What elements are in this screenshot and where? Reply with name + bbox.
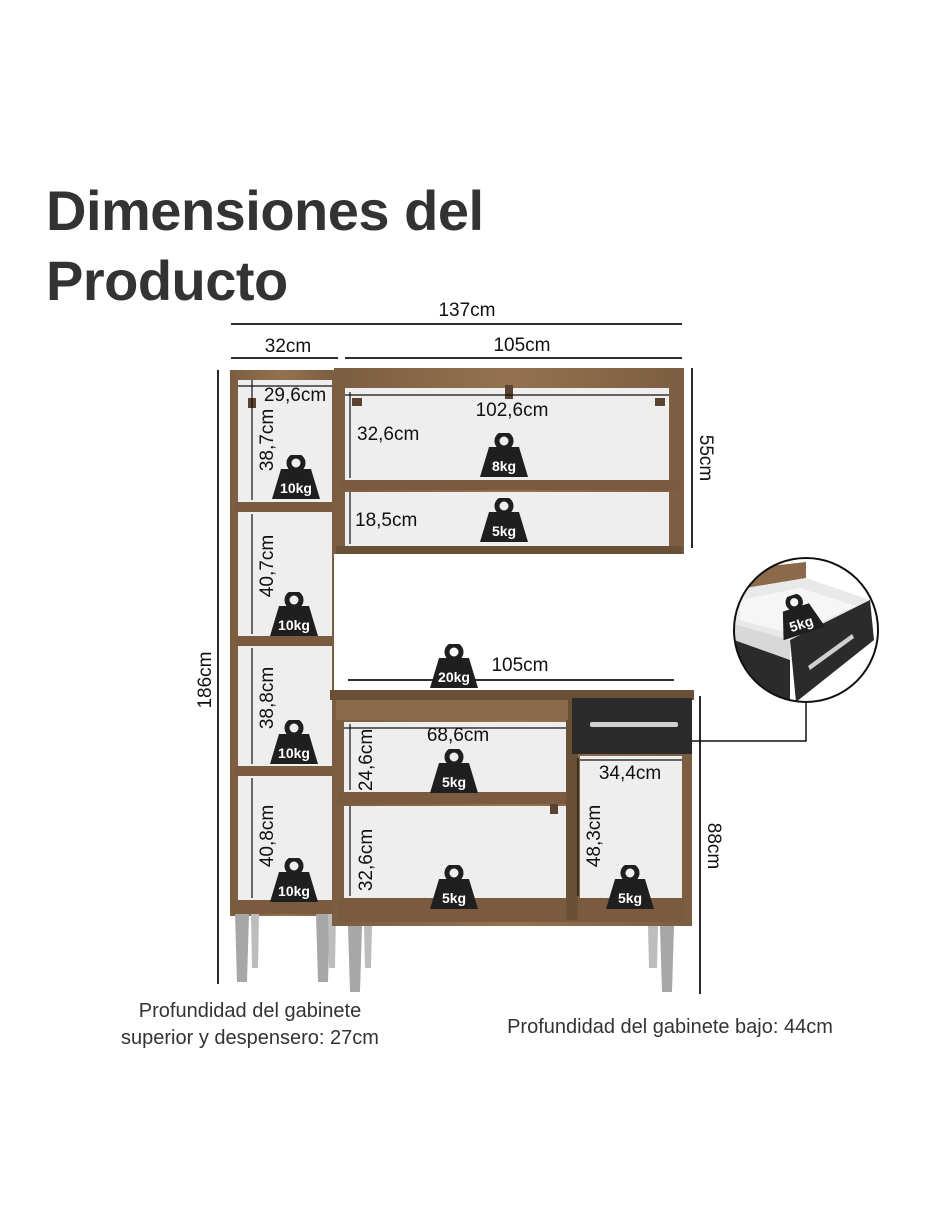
dim-lower-width: 105cm: [491, 655, 548, 676]
dimension-labels: 137cm 32cm 105cm 29,6cm 102,6cm 32,6cm 1…: [195, 300, 724, 891]
dim-upper-shelf2: 18,5cm: [355, 510, 417, 531]
weight-icon-countertop: 20kg: [430, 645, 478, 688]
weight-badges: 10kg 10kg 10kg 10kg 8kg 5kg 20kg 5kg: [270, 434, 825, 909]
dim-pantry-shelf4: 40,8cm: [257, 805, 278, 867]
dim-lower-height: 88cm: [703, 823, 724, 869]
weight-icon-pantry2: 10kg: [270, 593, 318, 636]
weight-label-upper2: 5kg: [492, 523, 516, 539]
lower-depth-note: Profundidad del gabinete bajo: 44cm: [507, 1016, 833, 1038]
dim-drawer-section-height: 48,3cm: [584, 805, 605, 867]
pantry-legs: [235, 914, 336, 982]
title-line-2: Producto: [46, 249, 288, 312]
page-title: Dimensiones del Producto: [46, 176, 484, 316]
dim-drawer-width: 34,4cm: [599, 763, 661, 784]
weight-label-pantry3: 10kg: [278, 745, 310, 761]
title-line-1: Dimensiones del: [46, 179, 484, 242]
weight-label-pantry1: 10kg: [280, 480, 312, 496]
weight-icon-upper2: 5kg: [480, 499, 528, 542]
lower-legs: [348, 926, 674, 992]
dimension-lines: [217, 323, 701, 994]
dim-lower-inner-width: 68,6cm: [427, 725, 489, 746]
weight-label-pantry4: 10kg: [278, 883, 310, 899]
dim-pantry-shelf1: 38,7cm: [257, 409, 278, 471]
weight-label-pantry2: 10kg: [278, 617, 310, 633]
weight-icon-lower-right: 5kg: [606, 866, 654, 909]
dim-pantry-shelf3: 38,8cm: [257, 667, 278, 729]
upper-depth-line2: superior y despensero: 27cm: [121, 1027, 379, 1049]
dim-pantry-shelf2: 40,7cm: [257, 535, 278, 597]
weight-label-countertop: 20kg: [438, 669, 470, 685]
weight-label-drawer: 5kg: [787, 612, 815, 635]
dim-pantry-width: 32cm: [265, 336, 311, 357]
weight-icon-drawer: 5kg: [771, 589, 825, 640]
weight-label-lower2: 5kg: [442, 890, 466, 906]
dim-total-height: 186cm: [195, 651, 216, 708]
weight-icon-lower2: 5kg: [430, 866, 478, 909]
dim-lower-shelf1: 24,6cm: [356, 729, 377, 791]
dim-upper-width: 105cm: [493, 335, 550, 356]
dim-upper-height: 55cm: [695, 435, 716, 481]
dim-upper-shelf1: 32,6cm: [357, 424, 419, 445]
weight-icon-pantry4: 10kg: [270, 859, 318, 902]
weight-icon-upper1: 8kg: [480, 434, 528, 477]
weight-icon-pantry1: 10kg: [272, 456, 320, 499]
weight-icon-lower1: 5kg: [430, 750, 478, 793]
weight-label-lower1: 5kg: [442, 774, 466, 790]
dim-lower-shelf2: 32,6cm: [356, 829, 377, 891]
weight-label-lower-right: 5kg: [618, 890, 642, 906]
weight-label-upper1: 8kg: [492, 458, 516, 474]
upper-depth-note: Profundidad del gabinete superior y desp…: [100, 998, 400, 1052]
upper-depth-line1: Profundidad del gabinete: [138, 1000, 362, 1022]
weight-icon-pantry3: 10kg: [270, 721, 318, 764]
dim-total-width: 137cm: [438, 300, 495, 321]
dim-upper-inner-width: 102,6cm: [476, 400, 549, 421]
dim-pantry-inner-width: 29,6cm: [264, 385, 326, 406]
pantry-cabinet: [230, 370, 334, 916]
drawer-callout-line: [692, 702, 807, 742]
